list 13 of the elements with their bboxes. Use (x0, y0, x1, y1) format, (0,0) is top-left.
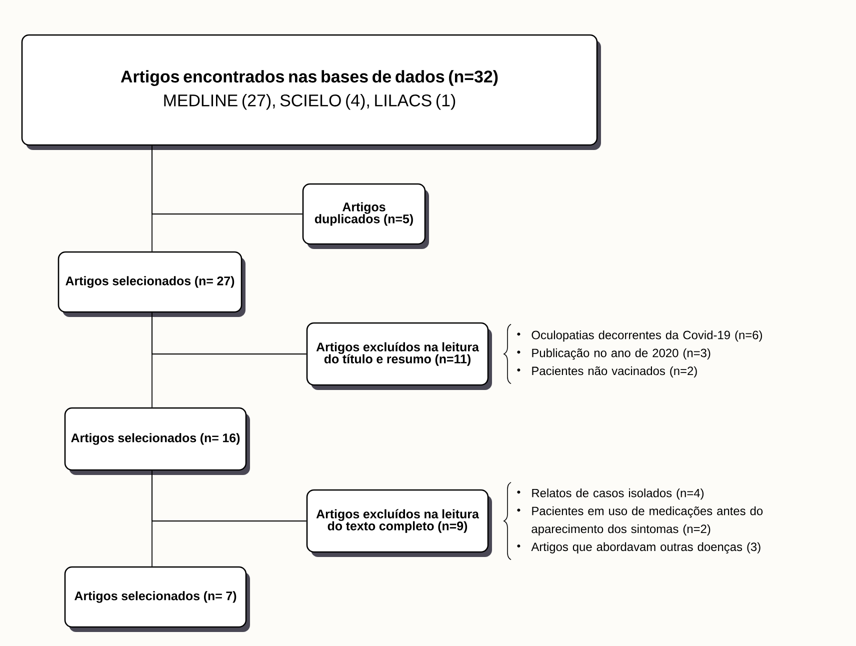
process-box: Artigos selecionados (n= 16) (64, 407, 250, 475)
bullet-item: Publicação no ano de 2020 (n=3) (517, 348, 710, 360)
process-box: Artigos selecionados (n= 27) (58, 251, 246, 317)
bullet-item: Pacientes em uso de medicações antes do aparecimento dos sintomas (n=2) (517, 506, 763, 536)
bullet-item: Pacientes não vacinados (n=2) (517, 366, 697, 378)
bullet-item: Relatos de casos isolados (n=4) (517, 488, 704, 500)
process-box: Artigos encontrados nas bases de dados (n=32) MEDLINE (27), SCIELO (4), LILACS (1) (21, 34, 601, 150)
process-box: Artigos selecionados (n= 7) (64, 566, 250, 632)
bullet-item: Oculopatias decorrentes da Covid-19 (n=6) (517, 330, 762, 342)
process-box: Artigos duplicados (n=5) (302, 183, 429, 249)
process-box: Artigos excluídos na leitura do título e resumo (n=11) (306, 322, 492, 390)
bullet-item: Artigos que abordavam outras doenças (3) (517, 542, 760, 554)
process-box: Artigos excluídos na leitura do texto completo (n=9) (306, 489, 492, 557)
